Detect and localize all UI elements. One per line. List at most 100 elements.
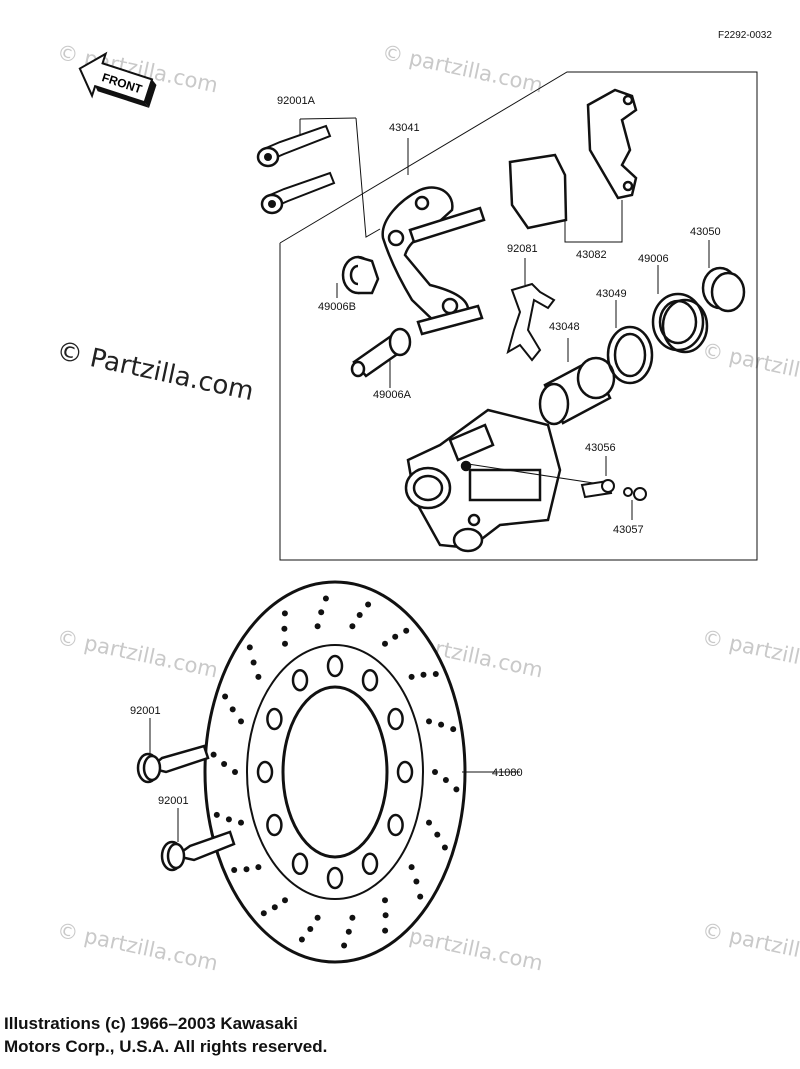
disc-hole <box>434 831 441 838</box>
label-43056: 43056 <box>585 442 616 454</box>
disc-hole <box>298 936 305 943</box>
disc-hole <box>341 942 348 949</box>
disc-hole <box>314 623 321 630</box>
disc-hole <box>426 819 432 826</box>
label-43041: 43041 <box>389 122 420 134</box>
label-92001a: 92001A <box>277 95 316 107</box>
disc-hole <box>382 927 389 934</box>
disc-hole <box>426 718 432 725</box>
label-49006a: 49006A <box>373 389 412 401</box>
disc-hole <box>232 769 238 775</box>
leader-43082 <box>564 200 623 243</box>
label-92001-upper: 92001 <box>130 705 161 717</box>
disc-hole <box>413 878 420 885</box>
disc-hole <box>307 926 314 932</box>
seal-43049-icon <box>606 325 654 385</box>
disc-hole <box>225 816 232 823</box>
boot-49006a-icon <box>350 327 412 378</box>
label-43050: 43050 <box>690 226 721 238</box>
disc-hole <box>255 864 262 871</box>
piston-icon <box>538 356 616 426</box>
disc-mount-hole <box>266 707 283 731</box>
disc-mount-hole <box>291 668 309 692</box>
disc-hole <box>260 910 267 917</box>
label-92001-lower: 92001 <box>158 795 189 807</box>
label-49006: 49006 <box>638 253 669 265</box>
disc-hole <box>453 786 460 793</box>
disc-hole <box>345 928 352 935</box>
label-43057: 43057 <box>613 524 644 536</box>
seal-49006-icon <box>651 292 709 354</box>
disc-mount-hole <box>387 813 404 837</box>
disc-hole <box>392 633 399 640</box>
disc-hole <box>281 610 288 617</box>
disc-hole <box>255 673 262 680</box>
disc-hole <box>238 718 244 725</box>
disc-hole <box>210 751 217 758</box>
disc-hole <box>382 640 388 647</box>
label-43082: 43082 <box>576 249 607 261</box>
bleeder-icon <box>580 479 615 499</box>
disc-hole <box>282 897 288 904</box>
brake-pads-icon <box>508 88 638 230</box>
copyright-line-1: Illustrations (c) 1966–2003 Kawasaki <box>4 1014 298 1033</box>
disc-mount-hole <box>396 760 414 784</box>
label-43048: 43048 <box>549 321 580 333</box>
brake-disc-icon <box>203 580 467 964</box>
disc-hole <box>231 867 238 873</box>
copyright-notice: Illustrations (c) 1966–2003 Kawasaki Mot… <box>4 1012 327 1058</box>
disc-mount-hole <box>387 707 404 731</box>
bolt-92001-upper-icon <box>136 744 210 784</box>
label-92081: 92081 <box>507 243 538 255</box>
disc-hole <box>441 844 448 851</box>
front-arrow: FRONT <box>78 51 157 108</box>
caliper-bracket-icon <box>381 186 486 336</box>
label-41080: 41080 <box>492 767 523 779</box>
disc-hole <box>403 627 410 634</box>
disc-hole <box>282 640 288 647</box>
disc-mount-hole <box>326 654 344 678</box>
disc-hole <box>322 595 329 602</box>
assembly-box <box>279 71 758 561</box>
label-43049: 43049 <box>596 288 627 300</box>
disc-hole <box>356 612 363 618</box>
disc-hole <box>349 623 356 630</box>
disc-hole <box>281 625 288 632</box>
disc-hole <box>229 706 236 713</box>
label-49006b: 49006B <box>318 301 356 313</box>
disc-hole <box>438 721 445 728</box>
disc-hole <box>243 866 250 873</box>
bolt-92001a-icon <box>256 124 336 215</box>
disc-hole <box>365 601 372 608</box>
disc-mount-hole <box>326 866 344 890</box>
diagram-code: F2292-0032 <box>718 30 772 41</box>
disc-hole <box>271 904 278 911</box>
disc-mount-hole <box>361 668 379 692</box>
caliper-body-icon <box>404 408 562 553</box>
disc-hole <box>349 914 356 921</box>
disc-hole <box>417 893 424 900</box>
disc-hole <box>318 609 325 616</box>
disc-hole <box>250 659 257 666</box>
disc-hole <box>314 914 321 921</box>
disc-mount-hole <box>361 852 379 876</box>
boot-49006b-icon <box>341 255 380 295</box>
disc-hole <box>408 673 415 680</box>
disc-hole <box>238 819 244 826</box>
copyright-line-2: Motors Corp., U.S.A. All rights reserved… <box>4 1037 328 1056</box>
disc-mount-hole <box>291 852 309 876</box>
bolt-92001-lower-icon <box>160 830 236 872</box>
disc-hole <box>382 912 389 919</box>
disc-hole <box>420 671 427 678</box>
cap-icon <box>623 487 647 501</box>
disc-hole <box>450 726 457 733</box>
disc-hole <box>246 644 253 651</box>
disc-hole <box>432 769 438 775</box>
disc-hole <box>408 864 415 871</box>
leader-92001a <box>355 117 381 238</box>
disc-hole <box>221 761 228 767</box>
disc-hole <box>222 693 229 700</box>
disc-mount-hole <box>266 813 283 837</box>
disc-hole <box>432 671 439 677</box>
disc-mount-hole <box>256 760 274 784</box>
